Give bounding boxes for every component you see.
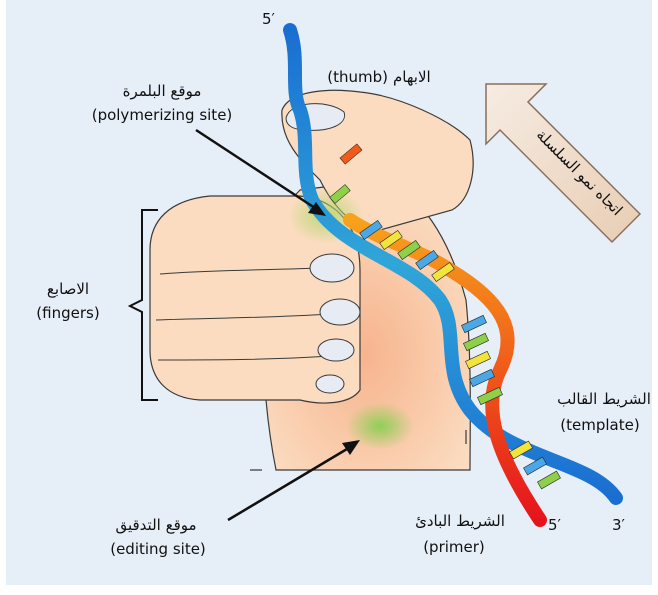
template-label-en: (template) — [560, 416, 639, 434]
primer-label-en: (primer) — [423, 538, 485, 556]
fingers-label-en: (fingers) — [36, 304, 99, 322]
fingernail — [320, 299, 360, 325]
fingernail — [318, 339, 354, 361]
fingernail — [310, 254, 354, 282]
polymerizing-label-ar: موقع البلمرة — [123, 82, 202, 100]
primer-label-ar: الشريط البادئ — [415, 512, 505, 530]
editing-label-en: (editing site) — [110, 540, 206, 558]
thumb-label-en: (thumb) — [327, 68, 388, 86]
fingers-label-ar: الاصابع — [47, 280, 89, 298]
fingernail — [316, 375, 344, 393]
template-label-ar: الشريط القالب — [557, 390, 651, 408]
three-prime-bottom-label: 3′ — [612, 516, 626, 534]
five-prime-bottom-label: 5′ — [548, 516, 562, 534]
polymerizing-label-en: (polymerizing site) — [92, 106, 233, 124]
thumb-label-ar: الابهام — [393, 68, 431, 86]
five-prime-top-label: 5′ — [262, 10, 276, 28]
editing-label-ar: موقع التدقيق — [115, 516, 196, 534]
